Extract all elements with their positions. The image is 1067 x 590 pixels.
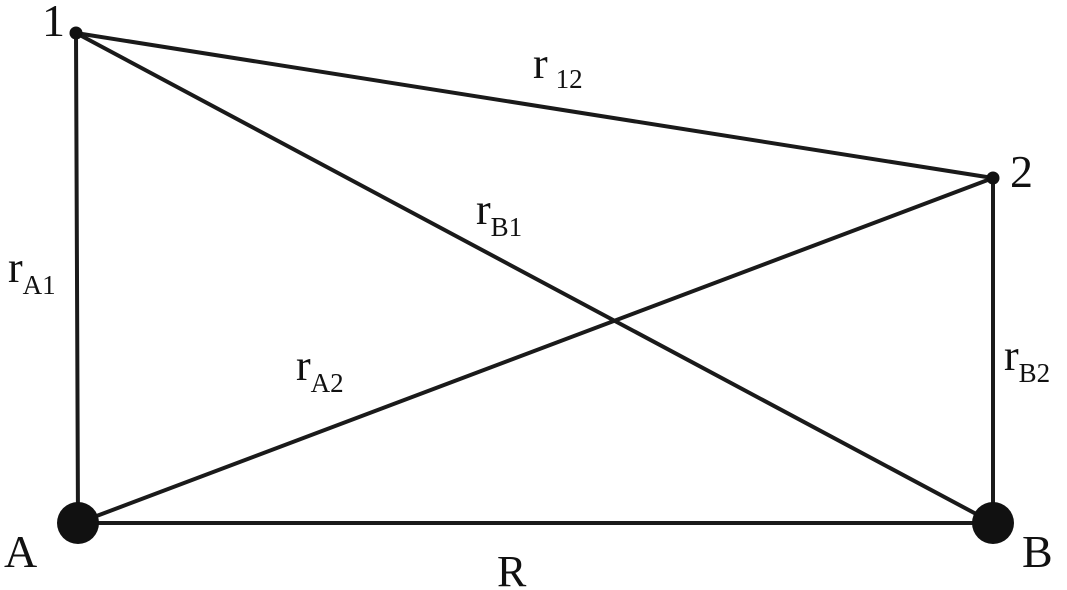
- edge-label-R-symbol: R: [497, 547, 527, 590]
- edge-label-rB2-subscript: B2: [1019, 358, 1051, 388]
- edge-label-rA2-subscript: A2: [311, 368, 344, 398]
- edge-label-r12-subscript: 12: [556, 64, 583, 94]
- edge-rA1: [74, 31, 80, 525]
- node-label-B: B: [1022, 526, 1053, 577]
- edge-rB1: [74, 31, 995, 525]
- edge-label-rB2: rB2: [1004, 331, 1050, 388]
- node-label-2: 2: [1010, 146, 1033, 197]
- edge-label-rA2-symbol: r: [296, 341, 311, 390]
- edge-rA2: [76, 176, 995, 525]
- edge-label-r12: r 12: [533, 39, 583, 94]
- edge-label-R: R: [497, 547, 527, 590]
- edge-label-rA2: rA2: [296, 341, 344, 398]
- edge-label-rA1: rA1: [8, 243, 56, 300]
- electron-1: [69, 26, 83, 40]
- edge-r12: [74, 31, 995, 180]
- edge-label-rA1-symbol: r: [8, 243, 23, 292]
- electron-2: [986, 171, 1000, 185]
- edge-label-rB2-symbol: r: [1004, 331, 1019, 380]
- node-label-A: A: [4, 526, 37, 577]
- nucleus-B: [972, 502, 1014, 544]
- nucleus-A: [57, 502, 99, 544]
- edge-label-r12-symbol: r: [533, 39, 548, 88]
- edge-label-rB1: rB1: [476, 185, 522, 242]
- edge-label-rB1-symbol: r: [476, 185, 491, 234]
- edge-label-rB1-subscript: B1: [491, 212, 523, 242]
- edge-label-rA1-subscript: A1: [23, 270, 56, 300]
- node-label-1: 1: [42, 0, 65, 46]
